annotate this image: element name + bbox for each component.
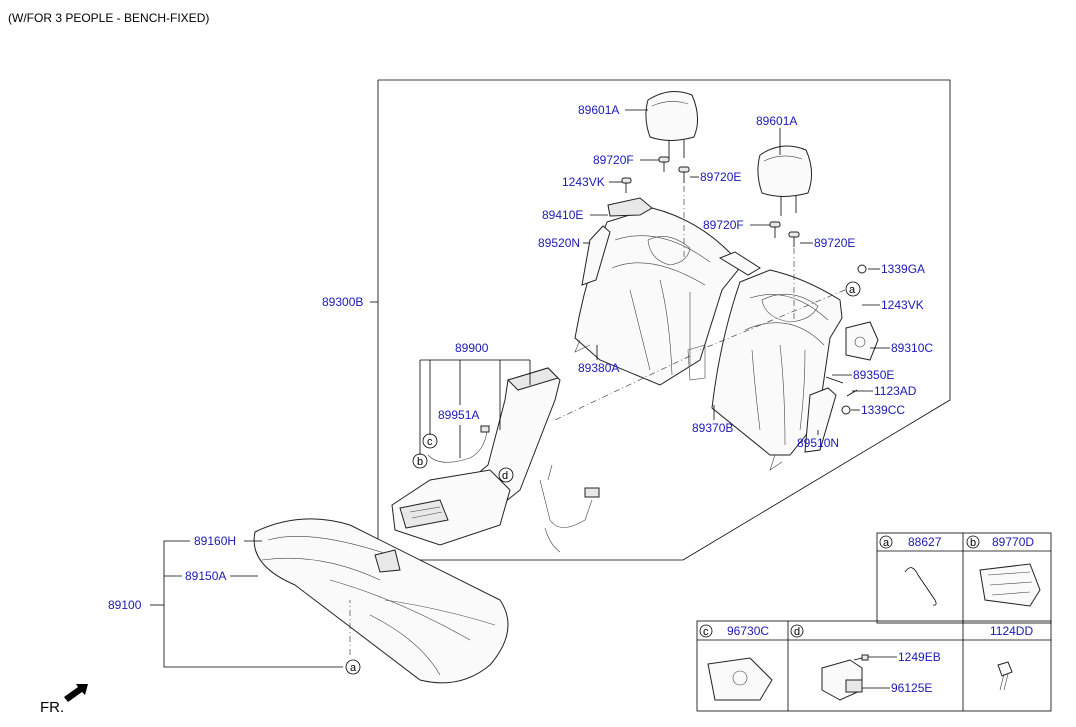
svg-text:a: a xyxy=(350,662,357,674)
label-1123AD: 1123AD xyxy=(874,384,917,398)
label-89720F-right: 89720F xyxy=(703,218,744,232)
svg-text:a: a xyxy=(883,537,890,549)
label-89720E-right: 89720E xyxy=(814,236,855,250)
seatback-assembly-frame xyxy=(370,79,951,561)
side-brackets xyxy=(825,264,879,415)
legend-d-part-2: 96125E xyxy=(891,681,932,695)
svg-text:d: d xyxy=(794,626,800,638)
label-89601A-right: 89601A xyxy=(756,114,797,128)
svg-text:c: c xyxy=(703,626,709,638)
legend-a-part: 88627 xyxy=(908,535,942,549)
armrest-assembly xyxy=(391,367,600,553)
label-89410E: 89410E xyxy=(542,208,583,222)
label-89310C: 89310C xyxy=(891,341,933,355)
leader-lines xyxy=(150,109,890,668)
label-89520N: 89520N xyxy=(538,236,580,250)
svg-text:b: b xyxy=(970,537,976,549)
headrest-guides xyxy=(621,156,800,247)
label-89370B: 89370B xyxy=(692,421,733,435)
label-89900: 89900 xyxy=(455,341,489,355)
label-89720F-left: 89720F xyxy=(593,153,634,167)
callout-circles: a c b d a xyxy=(345,281,861,675)
label-89510N: 89510N xyxy=(797,436,839,450)
legend-d-part-1: 1249EB xyxy=(898,650,941,664)
label-89300B: 89300B xyxy=(322,295,363,309)
label-89380A: 89380A xyxy=(578,361,619,375)
headrest-right xyxy=(757,145,812,216)
seatback-right xyxy=(687,251,843,471)
label-89601A-left: 89601A xyxy=(578,103,619,117)
part-labels: 89601A 89601A 89720F 89720E 1243VK 89410… xyxy=(108,103,933,612)
front-label: FR. xyxy=(40,699,64,716)
front-arrow-icon xyxy=(64,684,88,702)
seatback-left xyxy=(574,197,739,386)
svg-text:c: c xyxy=(427,436,433,448)
label-89350E: 89350E xyxy=(853,368,894,382)
label-1243VK-right: 1243VK xyxy=(881,298,924,312)
label-1339GA: 1339GA xyxy=(881,262,925,276)
dash-dot-guides xyxy=(349,186,846,655)
label-89160H: 89160H xyxy=(194,534,236,548)
label-1339CC: 1339CC xyxy=(861,403,905,417)
svg-text:b: b xyxy=(417,456,423,468)
legend-table: a 88627 b 89770D c 96730C d 1124DD 1249E… xyxy=(696,532,1052,712)
headrest-left xyxy=(645,90,698,160)
label-89720E-left: 89720E xyxy=(700,170,741,184)
front-direction-marker: FR. xyxy=(40,684,88,716)
label-89100: 89100 xyxy=(108,598,142,612)
diagram-title: (W/FOR 3 PEOPLE - BENCH-FIXED) xyxy=(8,11,209,25)
legend-c-part: 96730C xyxy=(727,624,769,638)
legend-extra-part: 1124DD xyxy=(990,624,1033,638)
svg-text:d: d xyxy=(502,470,508,482)
label-89150A: 89150A xyxy=(185,569,226,583)
seat-cushion xyxy=(253,518,509,684)
svg-text:a: a xyxy=(849,284,856,296)
label-1243VK-left: 1243VK xyxy=(562,175,605,189)
label-89951A: 89951A xyxy=(438,408,479,422)
legend-b-part: 89770D xyxy=(992,535,1034,549)
